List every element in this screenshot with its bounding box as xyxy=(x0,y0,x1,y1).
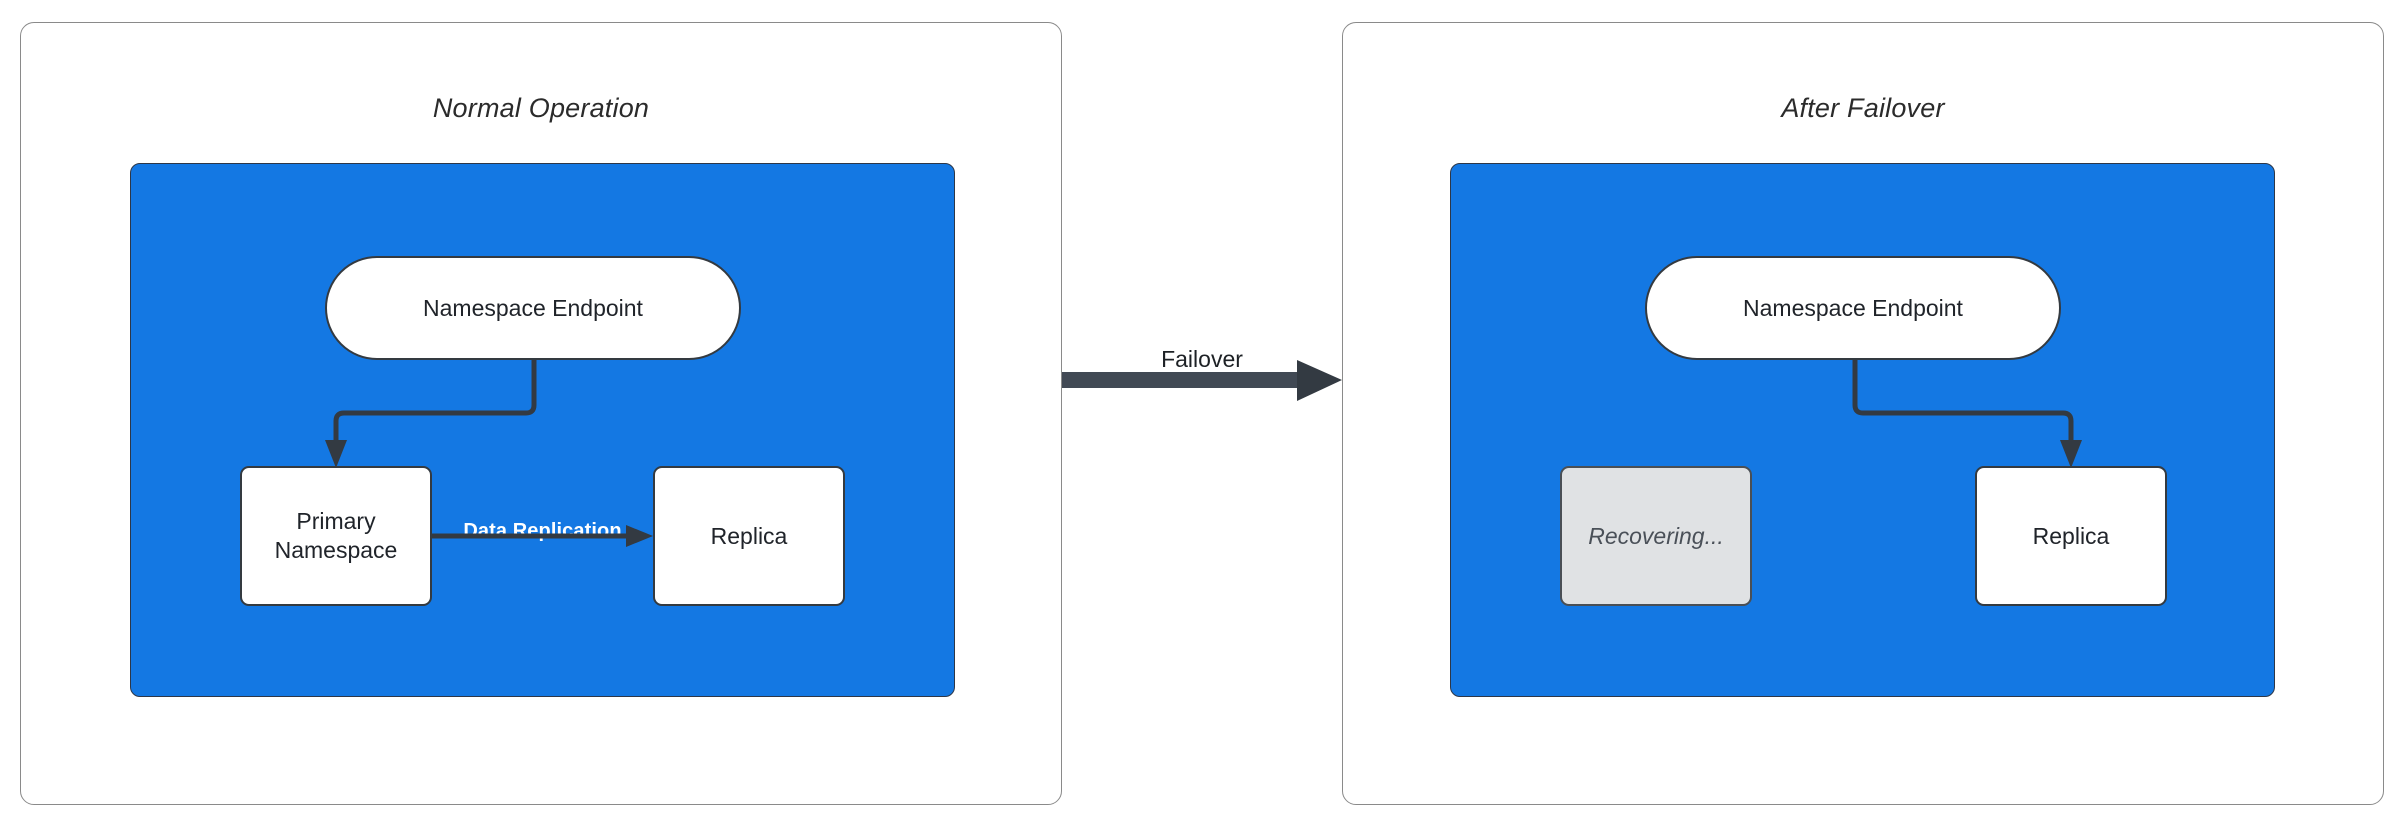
node-primary-namespace-label-line2: Namespace xyxy=(274,537,398,563)
failover-arrow-label: Failover xyxy=(1161,346,1243,372)
edge-label-data-replication: Data Replication xyxy=(463,520,622,542)
node-namespace-endpoint-right[interactable]: Namespace Endpoint xyxy=(1645,256,2061,360)
node-primary-namespace-label: Primary Namespace xyxy=(275,507,398,565)
node-primary-namespace-label-line1: Primary xyxy=(296,508,376,535)
panel-title-after-failover: After Failover xyxy=(1781,93,1945,123)
node-replica-right[interactable]: Replica xyxy=(1975,466,2167,606)
node-recovering[interactable]: Recovering... xyxy=(1560,466,1752,606)
cluster-normal-operation xyxy=(130,163,955,697)
node-namespace-endpoint-left[interactable]: Namespace Endpoint xyxy=(325,256,741,360)
panel-title-normal-operation: Normal Operation xyxy=(432,93,650,123)
cluster-after-failover xyxy=(1450,163,2275,697)
node-primary-namespace[interactable]: Primary Namespace xyxy=(240,466,432,606)
node-replica-left[interactable]: Replica xyxy=(653,466,845,606)
